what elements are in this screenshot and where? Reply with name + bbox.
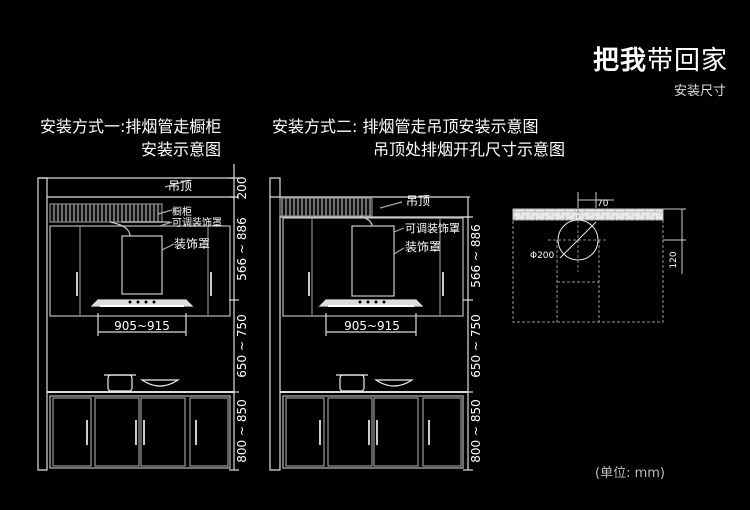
title-normal: 带回家 [646, 46, 728, 76]
method2-exhaust-duct [279, 197, 373, 217]
method2-wall [269, 177, 281, 471]
hole-offset: 70 [597, 199, 609, 209]
method1-drawing [37, 164, 239, 471]
method1-pot [107, 374, 133, 392]
hole-detail-drawing [512, 192, 686, 323]
method1-caption-line2: 安装示意图 [141, 140, 222, 159]
method2-caption-line2: 吊顶处排烟开孔尺寸示意图 [373, 140, 566, 159]
unit-note: (单位: mm) [595, 466, 665, 481]
method2-label-cover: 装饰罩 [405, 240, 441, 254]
method1-label-cover: 装饰罩 [174, 237, 210, 251]
method1-dim-hood-to-counter: 650 ~ 750 [235, 314, 249, 378]
method2-dim-hood-to-counter: 650 ~ 750 [469, 314, 483, 378]
method2-label-ceiling: 吊顶 [406, 194, 430, 208]
method1-width: 905~915 [114, 319, 170, 333]
method2-caption-line1: 安装方式二: 排烟管走吊顶安装示意图 [272, 117, 539, 136]
method1-dim-top-gap: 200 [235, 177, 249, 200]
page-subtitle: 安装尺寸 [673, 84, 726, 99]
title-bold: 把我 [592, 46, 647, 76]
method2-label-adjustable-cover: 可调装饰罩 [405, 221, 460, 235]
method2-dim-counter-height: 800 ~ 850 [469, 399, 483, 463]
method1-upper-cabinet [49, 225, 231, 317]
method1-wall [37, 177, 48, 471]
method1-label-adjustable-cover: 可调装饰罩 [172, 216, 222, 229]
method1-exhaust-duct [49, 203, 163, 223]
method2-pot [339, 374, 365, 392]
hole-diameter: Φ200 [530, 251, 555, 261]
method2-range-hood [318, 299, 424, 307]
method2-dim-hood-height: 566 ~ 886 [469, 224, 483, 288]
hole-detail-ceiling [512, 208, 664, 221]
method2-drawing [269, 177, 473, 471]
page-title: 把我带回家 [593, 40, 728, 77]
method1-dim-hood-height: 566 ~ 886 [235, 217, 249, 281]
method1-caption-line1: 安装方式一:排烟管走橱柜 [40, 117, 222, 136]
method1-wok [140, 379, 180, 387]
method2-upper-cabinet [282, 217, 464, 317]
method2-hood-cover [351, 225, 395, 297]
method1-range-hood [90, 299, 194, 307]
method1-hood-cover [121, 235, 163, 295]
method1-label-cabinet: 橱柜 [172, 205, 192, 218]
method1-label-ceiling: 吊顶 [168, 179, 192, 193]
method1-dim-counter-height: 800 ~ 850 [235, 399, 249, 463]
hole-depth: 120 [669, 251, 679, 268]
method2-width: 905~915 [344, 319, 400, 333]
method2-wok [374, 379, 414, 387]
